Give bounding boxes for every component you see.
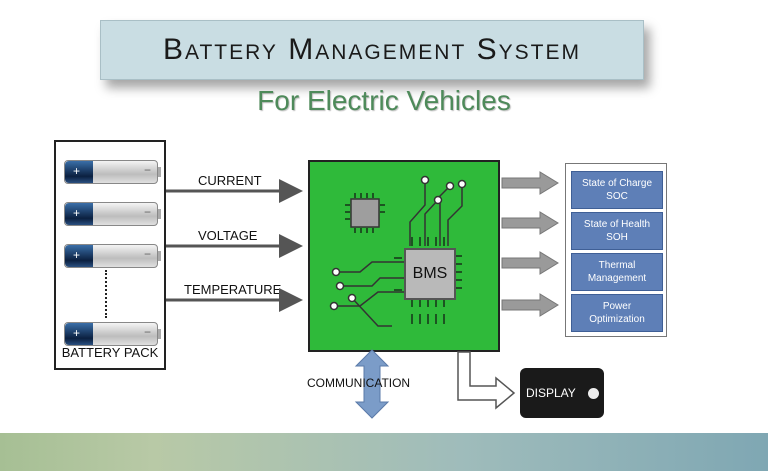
- battery-cell-icon: +−: [64, 322, 161, 346]
- communication-label: COMMUNICATION: [307, 376, 411, 390]
- display-arrow: [457, 351, 516, 410]
- title-banner: Battery Management System: [100, 20, 644, 80]
- battery-pack-box: +− +− +− +−: [54, 140, 166, 370]
- output-arrow: [501, 171, 559, 195]
- output-arrow: [501, 293, 559, 317]
- input-label-voltage: VOLTAGE: [198, 228, 258, 243]
- communication-arrow: [354, 349, 390, 419]
- input-label-temperature: TEMPERATURE: [184, 282, 282, 297]
- bms-label: BMS: [412, 265, 448, 282]
- display-button-icon: [588, 388, 599, 399]
- circuit-traces: [329, 175, 467, 327]
- ellipsis-dots: [105, 270, 107, 318]
- output-arrow: [501, 211, 559, 235]
- battery-pack-label: BATTERY PACK: [61, 345, 159, 360]
- footer-bar: [0, 433, 768, 471]
- display-label: DISPLAY: [526, 386, 576, 400]
- input-label-current: CURRENT: [198, 173, 262, 188]
- page-subtitle: For Electric Vehicles: [257, 85, 511, 116]
- page-title: Battery Management System: [163, 33, 581, 66]
- battery-cell-icon: +−: [64, 202, 161, 226]
- bms-chip: BMS: [404, 248, 456, 300]
- battery-cell-icon: +−: [64, 244, 161, 268]
- output-arrow: [501, 251, 559, 275]
- battery-cell-icon: +−: [64, 160, 161, 184]
